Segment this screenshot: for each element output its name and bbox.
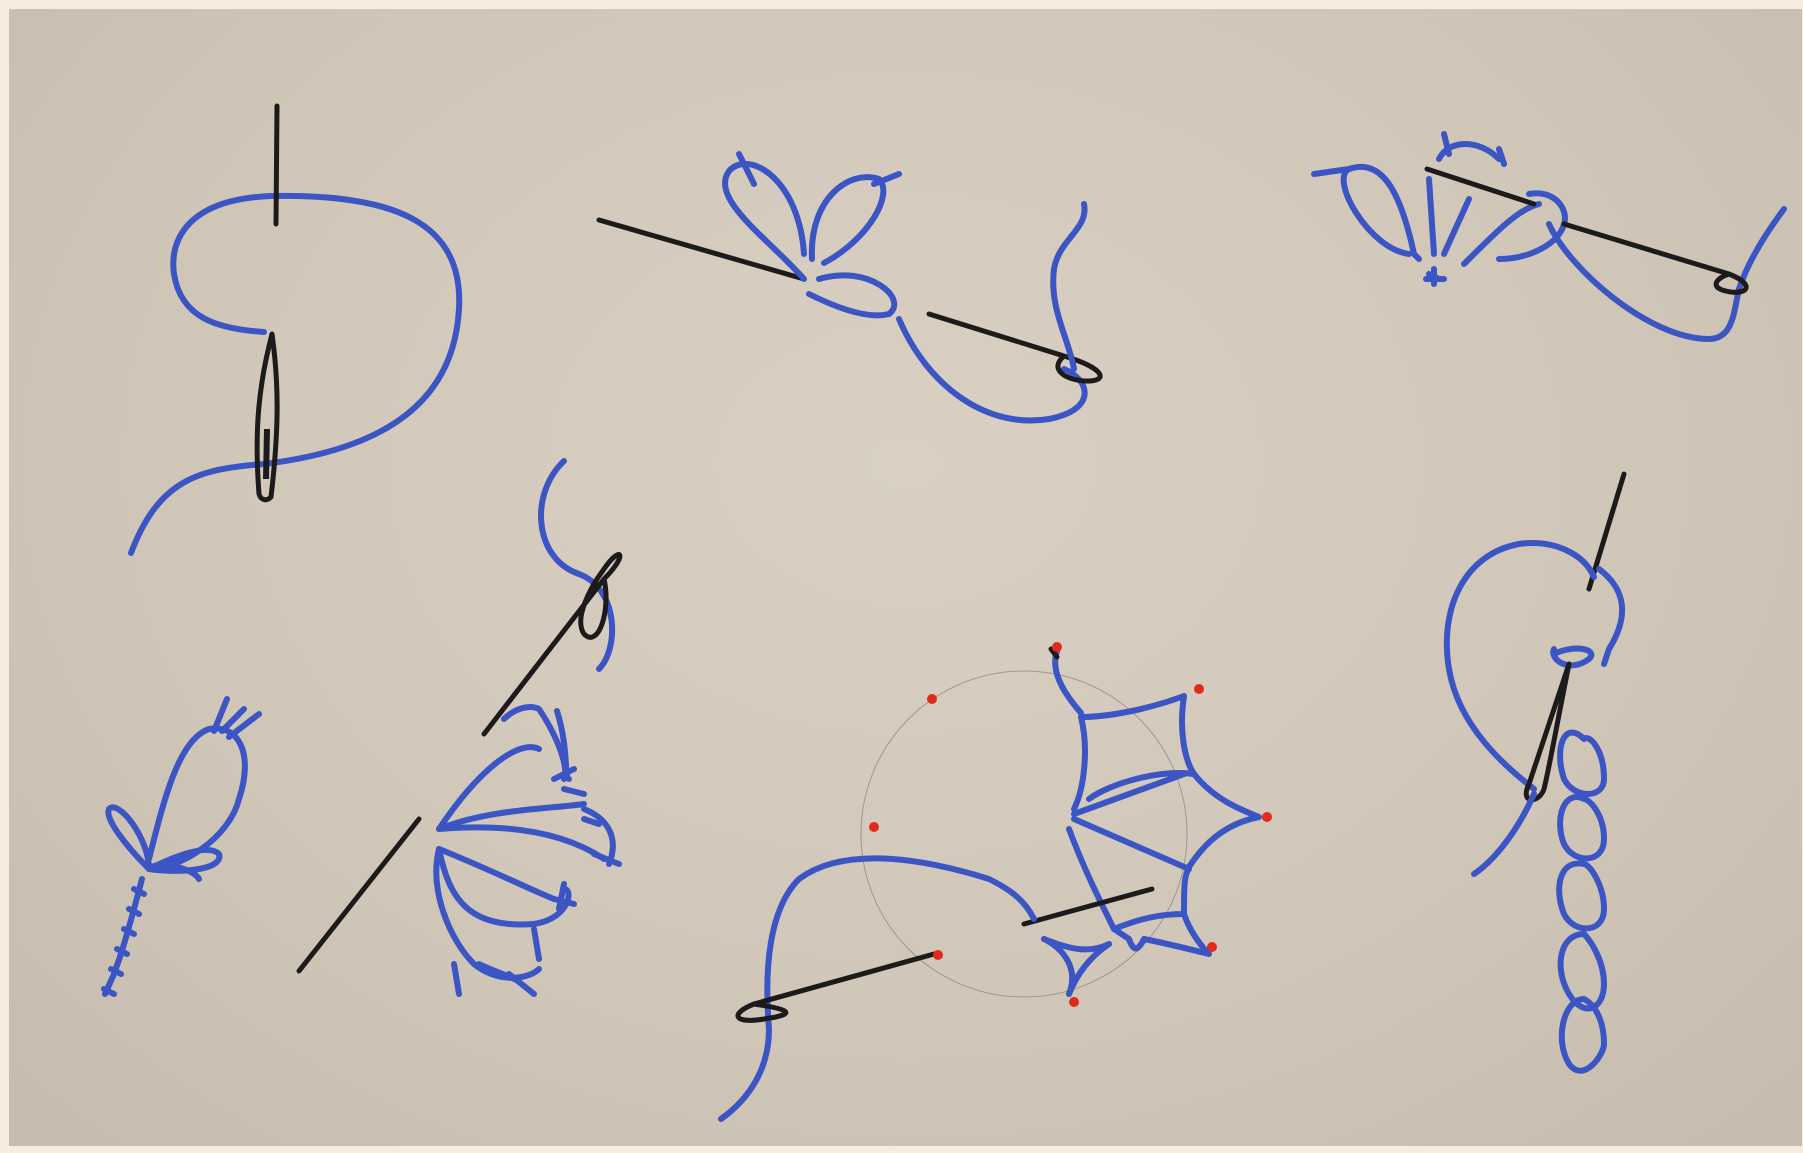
- tassel-diagram: [104, 699, 259, 994]
- lazy-daisy-diagram: [599, 154, 1100, 421]
- fan-stitch-diagram: [1314, 134, 1784, 339]
- half-flower-diagram: [299, 461, 620, 994]
- chain-stitch-diagram: [1447, 474, 1624, 1071]
- loop-stitch-diagram: [131, 106, 459, 553]
- stitch-diagrams: [9, 9, 1802, 1146]
- drawing-board: [9, 9, 1802, 1146]
- star-in-circle-diagram: [721, 642, 1272, 1119]
